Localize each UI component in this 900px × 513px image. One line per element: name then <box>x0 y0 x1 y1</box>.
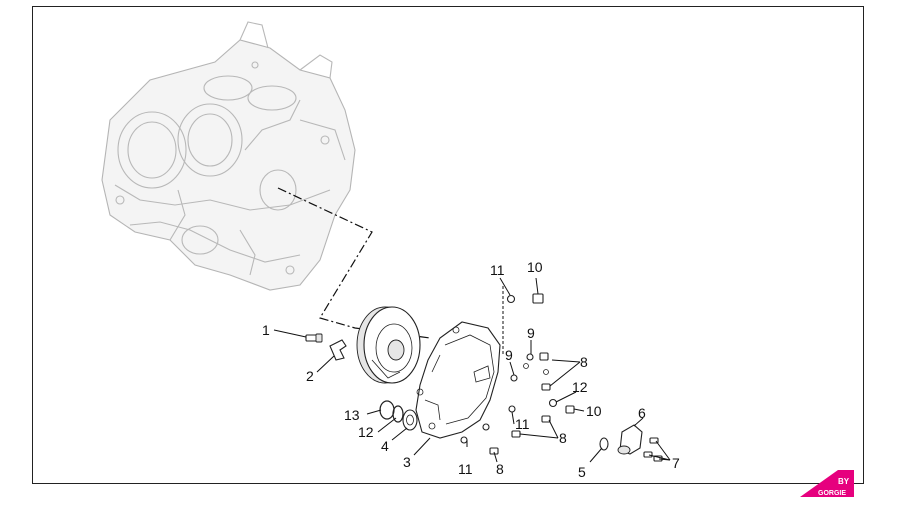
engine-crankcase <box>101 21 356 291</box>
o-ring-part-12 <box>392 405 404 423</box>
bracket-part-2 <box>329 339 347 361</box>
leader-lines <box>273 277 671 463</box>
callout-8a: 8 <box>580 354 588 370</box>
callout-11a: 11 <box>490 262 505 278</box>
generator-cover-part-3 <box>415 321 501 439</box>
o-ring-part-13 <box>379 400 395 420</box>
callout-11b: 11 <box>515 416 530 432</box>
assembly-axis-line <box>277 187 431 339</box>
callout-11c: 11 <box>458 461 473 477</box>
brand-logo: BY GORGIE <box>800 470 854 497</box>
cover-bolts <box>460 293 575 455</box>
callout-10b: 10 <box>586 403 602 419</box>
logo-mark <box>800 470 854 497</box>
callout-3: 3 <box>403 454 411 470</box>
fitting-part-6 <box>617 424 643 455</box>
callout-9a: 9 <box>527 325 535 341</box>
callout-8c: 8 <box>496 461 504 477</box>
callout-13: 13 <box>344 407 360 423</box>
callout-6: 6 <box>638 405 646 421</box>
flywheel-rotor <box>356 306 421 384</box>
bolt-part-1 <box>305 333 323 343</box>
callout-12a: 12 <box>572 379 588 395</box>
callout-7: 7 <box>672 455 680 471</box>
callout-4: 4 <box>381 438 389 454</box>
callout-labels: 1 2 3 4 5 6 7 8 8 8 9 9 10 10 11 11 11 1… <box>262 259 680 480</box>
callout-12b: 12 <box>358 424 374 440</box>
callout-5: 5 <box>578 464 586 480</box>
seal-part-4 <box>402 409 418 431</box>
callout-8b: 8 <box>559 430 567 446</box>
logo-top-text: BY <box>838 477 850 486</box>
callout-9b: 9 <box>505 347 513 363</box>
callout-10a: 10 <box>527 259 543 275</box>
callout-1: 1 <box>262 322 270 338</box>
o-ring-part-5 <box>599 437 609 451</box>
callout-2: 2 <box>306 368 314 384</box>
logo-bottom-text: GORGIE <box>818 490 846 497</box>
